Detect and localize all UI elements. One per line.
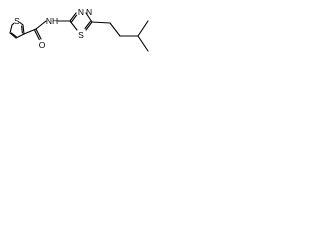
bond <box>109 22 121 37</box>
thiadiazole-sulfur-label: S <box>78 30 84 40</box>
chemical-structure: S O NH N N S <box>9 7 149 52</box>
bond <box>35 20 47 30</box>
bond <box>9 24 13 34</box>
bond <box>9 32 17 39</box>
thiophene-sulfur-label: S <box>14 16 20 26</box>
bond <box>69 12 77 22</box>
bond <box>11 22 15 26</box>
carbonyl-oxygen-label: O <box>39 40 46 50</box>
bond <box>84 20 91 30</box>
bond <box>137 35 149 52</box>
bond <box>15 33 25 39</box>
bond <box>10 32 17 38</box>
amide-nh-label: NH <box>46 16 58 26</box>
thiophene-ring <box>9 21 25 39</box>
bond <box>91 21 111 24</box>
bond <box>137 20 149 37</box>
bond <box>33 29 40 41</box>
bond <box>35 28 42 40</box>
thiadiazole-nitrogen-3-label: N <box>78 7 84 17</box>
bond <box>19 21 24 26</box>
amide-linker <box>23 20 47 41</box>
bond <box>69 20 78 31</box>
bond <box>22 24 25 35</box>
bond <box>70 14 78 23</box>
isobutyl-chain <box>91 20 149 52</box>
thiadiazole-ring <box>57 12 93 31</box>
thiadiazole-nitrogen-4-label: N <box>86 7 92 17</box>
bond <box>21 25 23 34</box>
bond <box>85 21 93 31</box>
bond <box>85 12 93 23</box>
